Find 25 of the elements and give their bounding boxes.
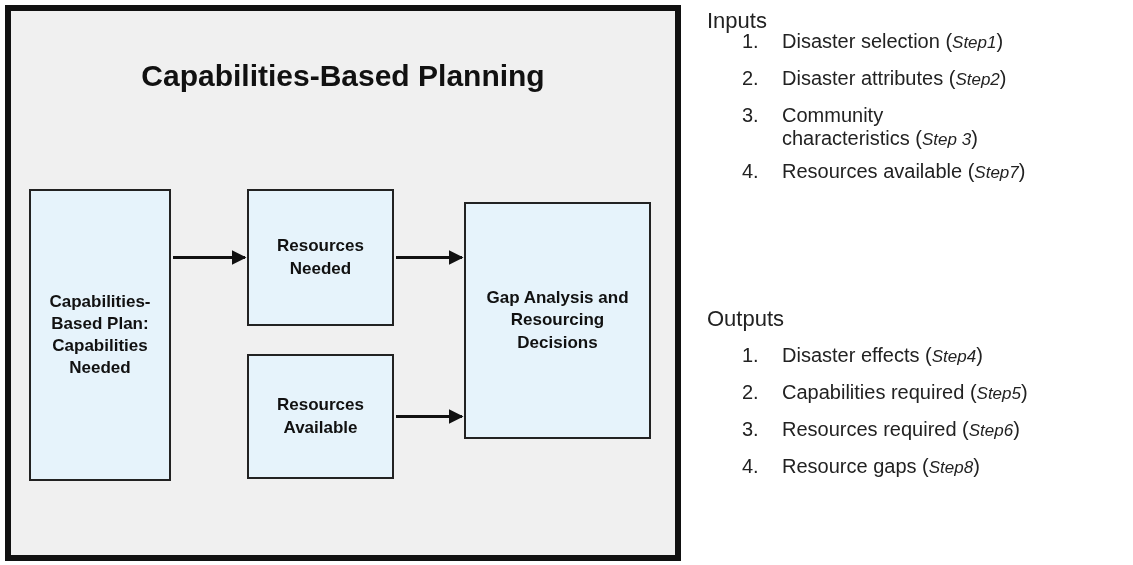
frame-title: Capabilities-Based Planning: [140, 59, 546, 93]
list-number: 1.: [742, 344, 759, 367]
section-heading: Outputs: [707, 306, 785, 332]
process-box: Gap Analysis and Resourcing Decisions: [464, 202, 651, 439]
process-box: Resources Needed: [247, 189, 394, 326]
list-item: Resource gaps (Step8): [782, 455, 980, 478]
list-item: Community characteristics (Step 3): [782, 104, 979, 150]
list-item: Resources available (Step7): [782, 160, 1026, 183]
list-item: Disaster attributes (Step2): [782, 67, 1007, 90]
arrow: [173, 250, 247, 265]
list-number: 4.: [742, 455, 759, 478]
list-item: Disaster selection (Step1): [782, 30, 1004, 53]
list-number: 3.: [742, 104, 759, 127]
frame-box: [5, 5, 681, 561]
process-box: Capabilities-Based Plan: Capabilities Needed: [29, 189, 171, 481]
process-box: Resources Available: [247, 354, 394, 479]
list-number: 3.: [742, 418, 759, 441]
list-item: Capabilities required (Step5): [782, 381, 1028, 404]
list-number: 2.: [742, 67, 759, 90]
list-item: Resources required (Step6): [782, 418, 1020, 441]
list-number: 2.: [742, 381, 759, 404]
arrow: [396, 409, 464, 424]
arrow: [396, 250, 464, 265]
list-item: Disaster effects (Step4): [782, 344, 983, 367]
list-number: 4.: [742, 160, 759, 183]
